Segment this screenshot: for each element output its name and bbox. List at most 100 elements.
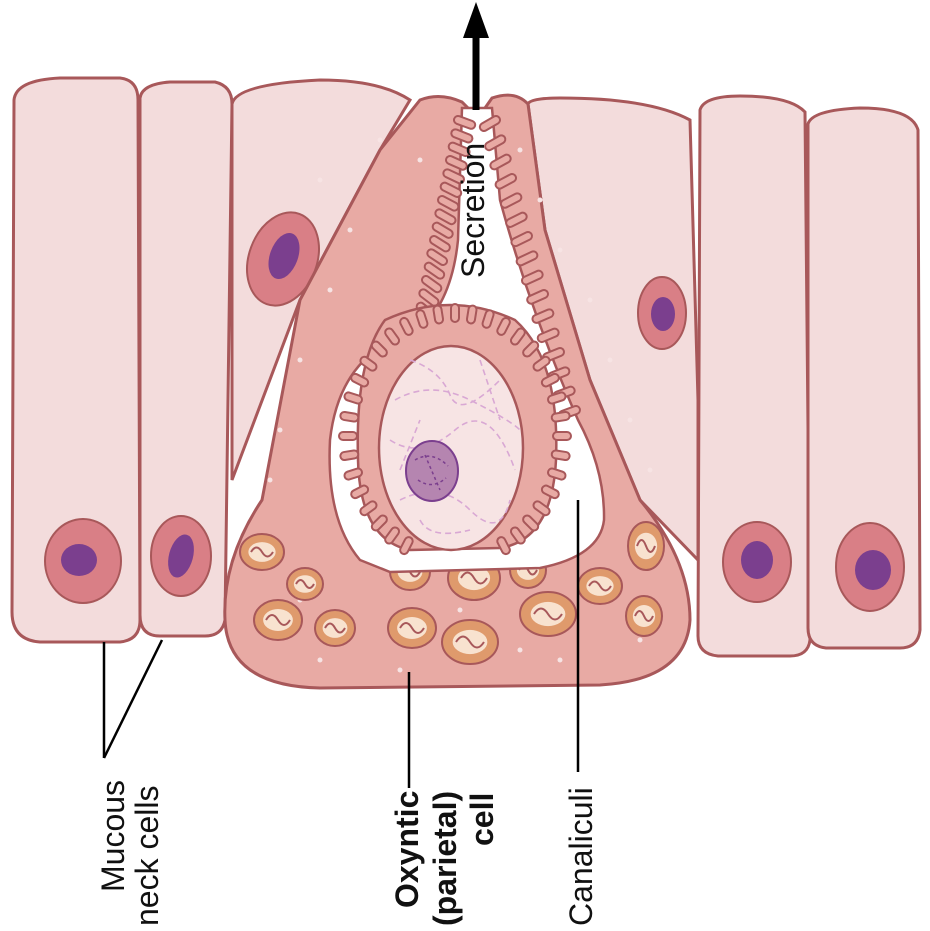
nucleolus bbox=[405, 440, 459, 502]
microvillus bbox=[338, 431, 358, 441]
microvillus bbox=[343, 391, 363, 405]
microvillus bbox=[450, 128, 474, 144]
microvillus bbox=[520, 269, 544, 286]
microvillus bbox=[415, 309, 429, 329]
microvillus bbox=[447, 141, 471, 158]
mucous-leader-2 bbox=[102, 639, 164, 759]
granule bbox=[377, 137, 383, 143]
granule bbox=[607, 357, 613, 363]
microvillus bbox=[484, 134, 507, 152]
microvillus bbox=[423, 261, 446, 280]
microvillus bbox=[384, 526, 401, 545]
oxyntic-label-line3: cell bbox=[464, 793, 500, 846]
granule bbox=[297, 357, 303, 363]
microvillus bbox=[418, 288, 440, 307]
microvillus bbox=[437, 194, 460, 212]
microvillus bbox=[531, 308, 555, 324]
microvillus bbox=[434, 208, 457, 226]
microvillus bbox=[350, 372, 370, 388]
granule bbox=[327, 287, 333, 293]
microvillus bbox=[343, 467, 363, 481]
oxyntic-label-line1: Oxyntic bbox=[389, 791, 425, 908]
cristae bbox=[533, 607, 563, 621]
microvillus bbox=[550, 410, 571, 423]
microvillus bbox=[505, 211, 528, 228]
microvillus bbox=[442, 168, 465, 185]
microvillus bbox=[399, 316, 414, 336]
microvillus bbox=[550, 449, 571, 462]
granule bbox=[627, 417, 633, 423]
cristae bbox=[250, 546, 274, 558]
microvillus bbox=[478, 115, 501, 132]
microvillus bbox=[432, 304, 445, 325]
secretion-arrow bbox=[463, 2, 489, 110]
canaliculi-microvilli bbox=[413, 115, 581, 420]
microvillus bbox=[350, 484, 370, 500]
microvillus bbox=[536, 327, 560, 344]
nucleolus-texture bbox=[414, 454, 449, 491]
microvillus bbox=[370, 340, 388, 358]
microvillus bbox=[494, 173, 517, 190]
microvillus bbox=[547, 391, 567, 405]
microvillus bbox=[453, 115, 477, 130]
microvillus bbox=[431, 221, 454, 239]
granule bbox=[557, 657, 563, 663]
microvillus bbox=[509, 526, 526, 545]
mucous-cell-6 bbox=[806, 106, 922, 650]
cristae bbox=[324, 622, 346, 634]
granule bbox=[637, 637, 643, 643]
microvillus bbox=[532, 500, 551, 517]
granule bbox=[397, 667, 403, 673]
microvillus bbox=[540, 372, 560, 388]
granule bbox=[317, 177, 323, 183]
microvillus bbox=[384, 327, 401, 346]
granule bbox=[457, 607, 463, 613]
microvillus bbox=[359, 355, 378, 372]
microvillus bbox=[496, 316, 511, 336]
microvillus bbox=[499, 192, 523, 209]
cristae bbox=[399, 622, 425, 634]
cristae bbox=[460, 571, 488, 585]
granule bbox=[517, 647, 523, 653]
nucleus bbox=[168, 534, 194, 578]
nucleus bbox=[268, 232, 300, 280]
microvillus bbox=[540, 484, 560, 500]
cristae bbox=[636, 539, 656, 553]
microvillus bbox=[496, 536, 511, 556]
granule bbox=[267, 477, 273, 483]
microvillus bbox=[450, 303, 460, 323]
cristae bbox=[295, 579, 315, 589]
oxyntic-parietal-cell bbox=[223, 93, 692, 690]
cristae bbox=[265, 614, 291, 626]
mucous-label-line2: neck cells bbox=[129, 786, 165, 927]
cristae bbox=[634, 610, 654, 622]
microvillus bbox=[429, 235, 451, 253]
microvillus bbox=[526, 289, 549, 305]
secretion-label: Secretion bbox=[455, 143, 491, 278]
canaliculi-label: Canaliculi bbox=[563, 787, 599, 926]
microvillus bbox=[509, 327, 526, 346]
central-nucleus bbox=[377, 344, 525, 552]
microvillus bbox=[445, 155, 468, 171]
microvillus bbox=[426, 248, 449, 267]
microvillus bbox=[481, 309, 495, 329]
microvillus bbox=[370, 514, 388, 532]
cristae bbox=[455, 635, 485, 649]
granule bbox=[647, 467, 653, 473]
microvillus bbox=[489, 153, 512, 171]
mitochondria bbox=[239, 521, 665, 665]
mucous-neck-cells-left bbox=[10, 76, 413, 644]
granule bbox=[587, 297, 593, 303]
microvillus bbox=[399, 536, 414, 556]
nucleus bbox=[855, 550, 891, 590]
mucous-neck-cells-right bbox=[526, 94, 922, 658]
leader-lines bbox=[102, 500, 580, 788]
cristae bbox=[588, 580, 612, 592]
microvillus bbox=[522, 340, 540, 358]
granule bbox=[557, 247, 563, 253]
microvillus bbox=[532, 355, 551, 372]
microvillus bbox=[515, 250, 539, 267]
mucous-label-line1: Mucous bbox=[95, 780, 131, 892]
granule bbox=[277, 427, 283, 433]
